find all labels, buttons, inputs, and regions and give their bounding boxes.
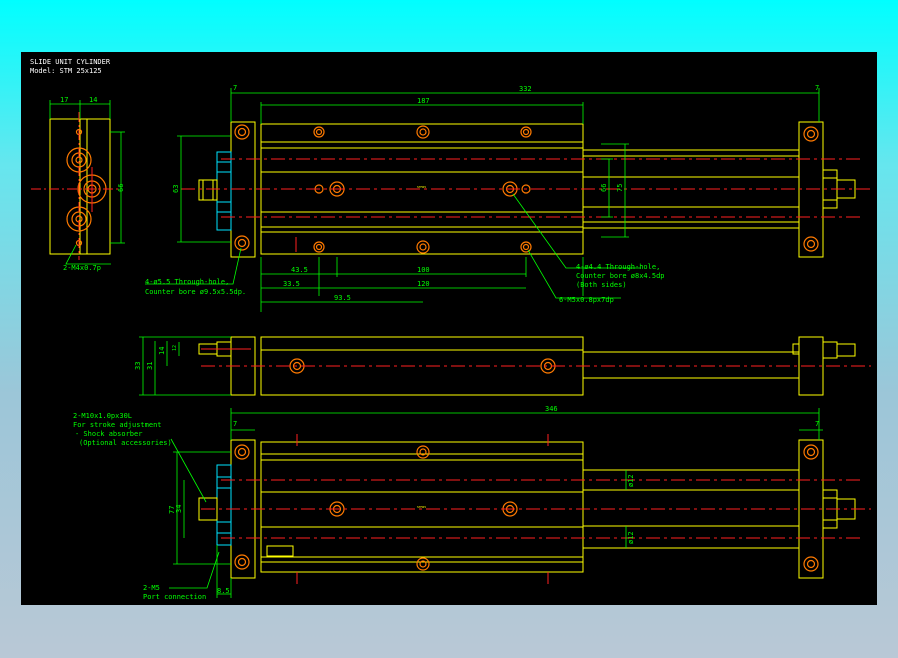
dim-31: 31 bbox=[146, 362, 154, 370]
note-m10-4: (Optional accessories) bbox=[79, 439, 172, 447]
dim-34: 34 bbox=[175, 505, 183, 513]
dim-33-5: 33.5 bbox=[283, 280, 300, 288]
note-thru55-2: Counter bore ø9.5x5.5dp. bbox=[145, 288, 246, 296]
dim-12-side: 12 bbox=[172, 345, 178, 351]
end-view: 17 14 66 2-M4x0.7p bbox=[31, 96, 125, 272]
dim-66-end: 66 bbox=[117, 184, 125, 192]
note-thru44-2: Counter bore ø8x4.5dp bbox=[576, 272, 665, 280]
dim-7-bottom-left: 7 bbox=[233, 420, 237, 428]
drawing-sheet: SLIDE UNIT CYLINDER Model: STM 25x125 17… bbox=[21, 52, 877, 605]
dim-63: 63 bbox=[172, 185, 180, 193]
dim-66: 66 bbox=[600, 184, 608, 192]
title-line1: SLIDE UNIT CYLINDER bbox=[30, 58, 111, 66]
svg-text:STM25: STM25 bbox=[417, 505, 426, 509]
svg-text:STM25: STM25 bbox=[417, 185, 426, 189]
dim-14-side: 14 bbox=[158, 347, 166, 355]
note-m5-port-1: 2-M5 bbox=[143, 584, 160, 592]
dim-120: 120 bbox=[417, 280, 430, 288]
top-view: STM25 332 187 7 7 63 66 75 43.5 10 bbox=[145, 84, 871, 312]
note-thru55-1: 4-ø5.5 Through-hole, bbox=[145, 278, 229, 286]
dim-7-bottom-right: 7 bbox=[815, 420, 819, 428]
note-m10-1: 2-M10x1.0px30L bbox=[73, 412, 132, 420]
dim-14: 14 bbox=[89, 96, 97, 104]
dim-7-top: 7 bbox=[233, 84, 237, 92]
note-m4: 2-M4x0.7p bbox=[63, 264, 101, 272]
dim-332: 332 bbox=[519, 85, 532, 93]
note-m5-port-2: Port connection bbox=[143, 593, 206, 601]
dim-75: 75 bbox=[616, 184, 624, 192]
title-line2: Model: STM 25x125 bbox=[30, 67, 102, 75]
side-view: 33 31 14 12 bbox=[134, 336, 871, 396]
dim-7-top-right: 7 bbox=[815, 84, 819, 92]
note-thru44-3: (Both sides) bbox=[576, 281, 627, 289]
bottom-view: STM25 346 7 7 77 34 ø12 ø12 8.5 2-M10x1.… bbox=[73, 405, 871, 601]
dim-17: 17 bbox=[60, 96, 68, 104]
drawing-canvas: SLIDE UNIT CYLINDER Model: STM 25x125 17… bbox=[30, 58, 871, 601]
dim-33: 33 bbox=[134, 362, 142, 370]
dim-phi12-lower: ø12 bbox=[627, 531, 635, 544]
note-m10-3: - Shock absorber bbox=[75, 430, 142, 438]
note-m10-2: For stroke adjustment bbox=[73, 421, 162, 429]
dim-77: 77 bbox=[168, 506, 176, 514]
dim-43-5: 43.5 bbox=[291, 266, 308, 274]
note-m5-7dp: 6-M5x0.8px7dp bbox=[559, 296, 614, 304]
dim-100: 100 bbox=[417, 266, 430, 274]
dim-93-5: 93.5 bbox=[334, 294, 351, 302]
note-thru44-1: 4-ø4.4 Through-hole, bbox=[576, 263, 660, 271]
dim-8-5: 8.5 bbox=[217, 587, 230, 595]
dim-187: 187 bbox=[417, 97, 430, 105]
dim-346: 346 bbox=[545, 405, 558, 413]
dim-phi12-upper: ø12 bbox=[627, 474, 635, 487]
